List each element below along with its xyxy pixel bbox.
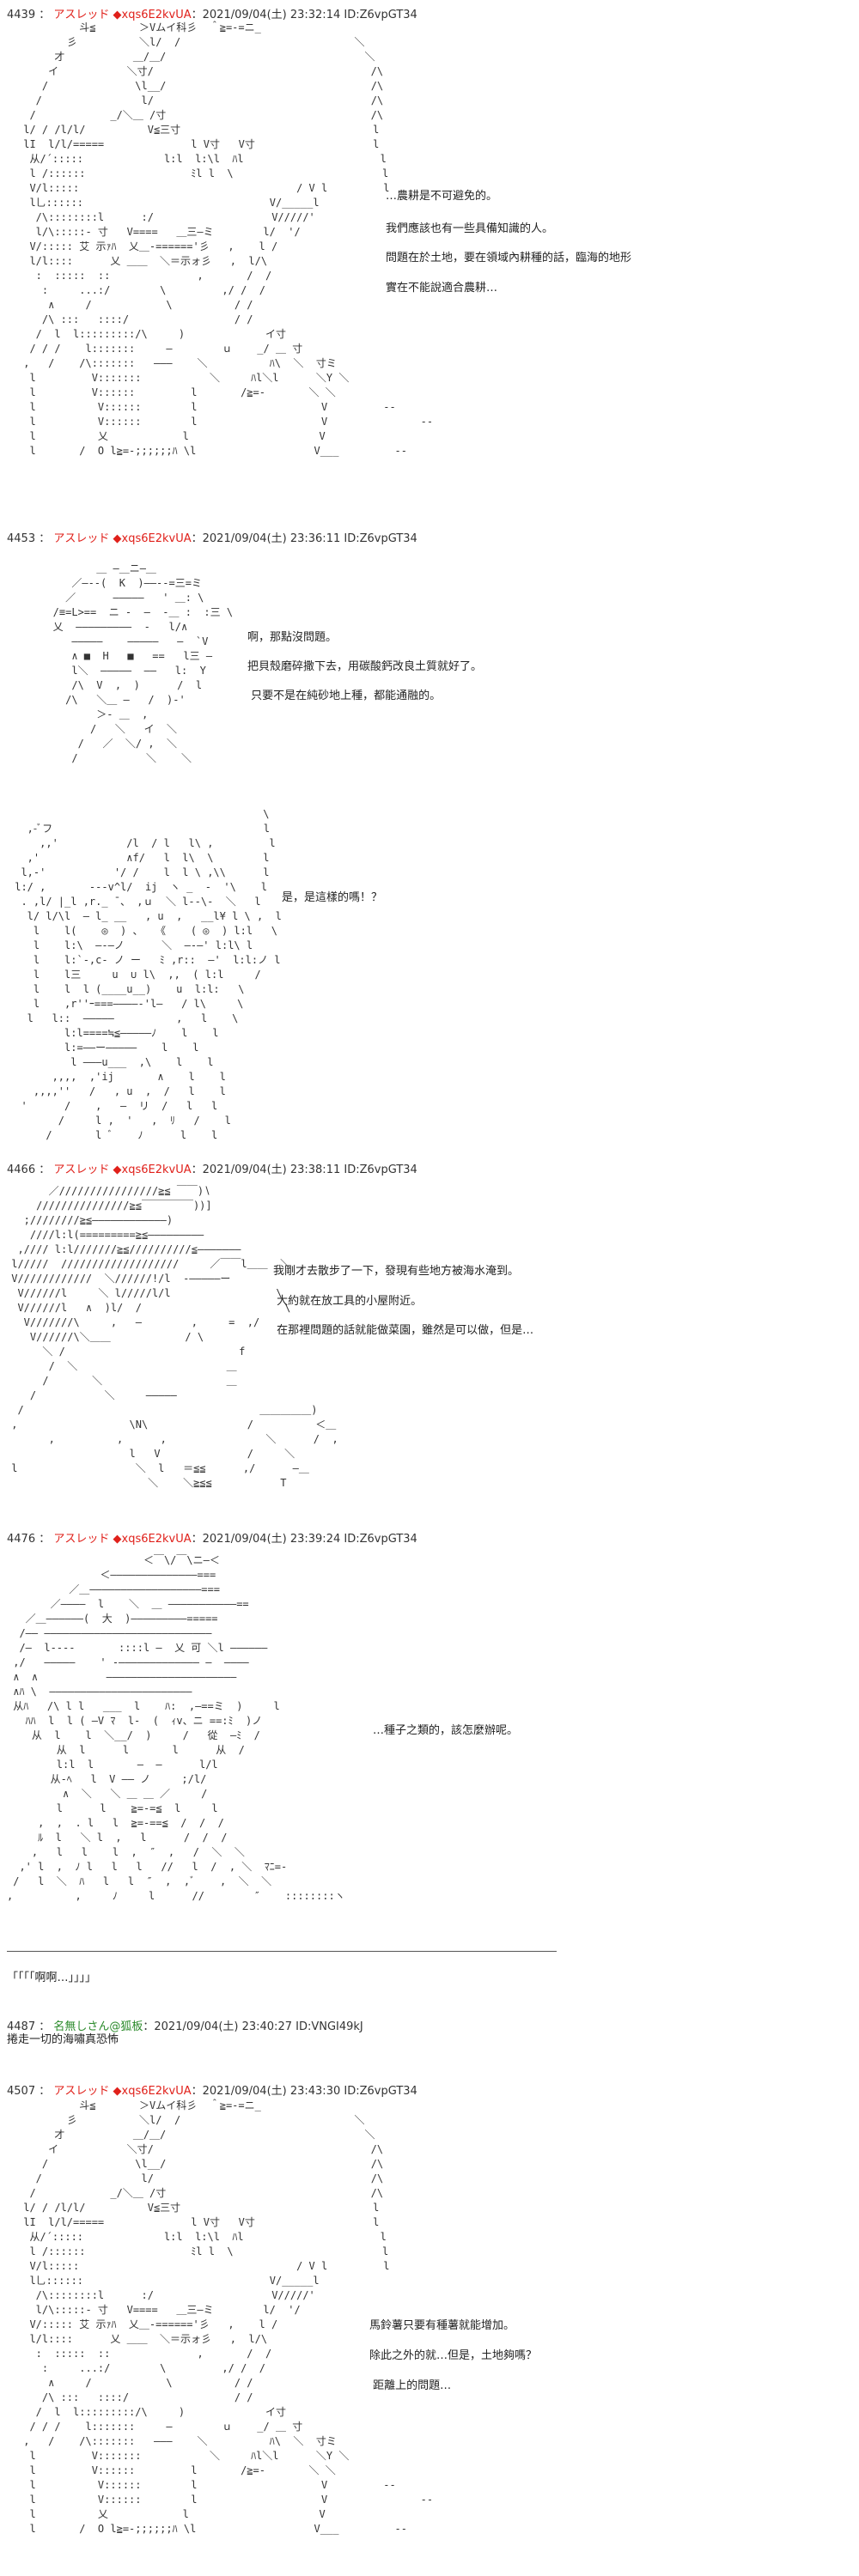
poster-name: アスレッド	[53, 2085, 110, 2098]
poster-name: アスレッド	[53, 532, 110, 545]
poster-name: アスレッド	[53, 1533, 110, 1546]
dialogue-line: 大約就在放工具的小屋附近。	[273, 1295, 423, 1308]
ascii-art: ＜￣\/￣\ニ―＜ ＜――――――――――――――=== ／＿―――――――――…	[7, 1554, 345, 1902]
dialogue-line: 只要不是在純砂地上種，都能通融的。	[247, 690, 442, 702]
ascii-art: 斗≦ ＞Vムイ科彡 ＾≧=-=ニ_ 彡 ＼l/ / ＼ 才 ＿/＿/ ＼ イ ＼…	[23, 2099, 434, 2535]
dialogue: 是，是這樣的嗎！？	[282, 889, 382, 908]
divider	[7, 1951, 557, 1952]
poster-trip: ◆xqs6E2kvUA	[113, 2085, 192, 2098]
dialogue: 實在不能說適合農耕…	[386, 279, 497, 298]
dialogue-line: 是，是這樣的嗎！？	[282, 891, 383, 904]
poster-trip: ◆xqs6E2kvUA	[113, 532, 192, 545]
post-header: 4507 ： アスレッド ◆xqs6E2kvUA：2021/09/04(土) 2…	[7, 2085, 417, 2098]
dialogue-line: 馬鈴薯只要有種薯就能增加。	[369, 2319, 515, 2332]
dialogue: 馬鈴薯只要有種薯就能增加。	[369, 2317, 515, 2336]
dialogue-line: 啊，那點沒問題。	[247, 631, 338, 644]
poster-trip: ◆xqs6E2kvUA	[113, 1533, 192, 1546]
dialogue: 大約就在放工具的小屋附近。	[273, 1292, 422, 1311]
ascii-art: 斗≦ ＞Vムイ科彡 ＾≧=-=ニ_ 彡 ＼l/ / ＼ 才 ＿/＿/ ＼ イ ＼…	[23, 21, 434, 457]
post-datetime: 2021/09/04(土) 23:32:14 ID:Z6vpGT34	[202, 9, 417, 21]
poster-trip: ◆xqs6E2kvUA	[113, 9, 192, 21]
post-header: 4476 ： アスレッド ◆xqs6E2kvUA：2021/09/04(土) 2…	[7, 1533, 417, 1546]
dialogue: 除此之外的就…但是，土地夠嗎？	[369, 2347, 537, 2366]
dialogue: 在那裡問題的話就能做菜園，雖然是可以做，但是…	[273, 1321, 533, 1340]
post-header: 4466 ： アスレッド ◆xqs6E2kvUA：2021/09/04(土) 2…	[7, 1163, 417, 1176]
dialogue-line: 在那裡問題的話就能做菜園，雖然是可以做，但是…	[273, 1324, 534, 1337]
dialogue-line: 實在不能說適合農耕…	[386, 282, 498, 295]
dialogue-line: 問題在於土地，要在領域內耕種的話，臨海的地形	[386, 252, 632, 264]
post-number[interactable]: 4476	[7, 1533, 36, 1546]
post-datetime: 2021/09/04(土) 23:36:11 ID:Z6vpGT34	[202, 532, 417, 545]
post-datetime: 2021/09/04(土) 23:40:27 ID:VNGI49kJ	[154, 2020, 363, 2033]
post-datetime: 2021/09/04(土) 23:43:30 ID:Z6vpGT34	[202, 2085, 417, 2098]
dialogue-line: 我們應該也有一些具備知識的人。	[386, 222, 554, 235]
dialogue: 把貝殼磨碎撒下去，用碳酸鈣改良土質就好了。	[247, 658, 482, 677]
ascii-art: ＿ ―＿ニ―＿ ／―--( K )――--=三=ミ ／ ――――― ' ＿: \…	[52, 562, 234, 764]
post-datetime: 2021/09/04(土) 23:39:24 ID:Z6vpGT34	[202, 1533, 417, 1546]
dialogue: 問題在於土地，要在領域內耕種的話，臨海的地形	[386, 249, 631, 268]
dialogue-line: …農耕是不可避免的。	[386, 190, 498, 203]
dialogue: …種子之類的，該怎麼辦呢。	[373, 1722, 518, 1741]
poster-name: アスレッド	[53, 9, 110, 21]
dialogue-line: …種子之類的，該怎麼辦呢。	[373, 1724, 519, 1737]
ascii-art: ／////////////////≧≦ ￣￣)∖ ///////////////…	[11, 1185, 338, 1489]
poster-name: アスレッド	[53, 1163, 110, 1176]
poster-name: 名無しさん@狐板	[53, 2020, 143, 2033]
poster-trip: ◆xqs6E2kvUA	[113, 1163, 192, 1176]
reply-body: 捲走一切的海嘯真恐怖	[7, 2033, 119, 2046]
dialogue: 我們應該也有一些具備知識的人。	[386, 220, 553, 239]
interjection-text: 「「「「啊啊…」」」」	[7, 1971, 97, 1984]
dialogue-line: 除此之外的就…但是，土地夠嗎？	[369, 2349, 538, 2362]
post-number[interactable]: 4466	[7, 1163, 36, 1176]
post-number[interactable]: 4507	[7, 2085, 36, 2098]
dialogue: 只要不是在純砂地上種，都能通融的。	[247, 687, 441, 706]
dialogue: 我剛才去散步了一下，發現有些地方被海水淹到。	[273, 1262, 519, 1281]
post-header: 4439 ： アスレッド ◆xqs6E2kvUA：2021/09/04(土) 2…	[7, 9, 417, 21]
post-number[interactable]: 4439	[7, 9, 36, 21]
dialogue: 距離上的問題…	[369, 2377, 451, 2396]
dialogue-line: 我剛才去散步了一下，發現有些地方被海水淹到。	[273, 1265, 520, 1278]
dialogue: 啊，那點沒問題。	[247, 629, 337, 647]
post-header: 4487 ： 名無しさん@狐板：2021/09/04(土) 23:40:27 I…	[7, 2020, 363, 2033]
post-number[interactable]: 4453	[7, 532, 36, 545]
post-number[interactable]: 4487	[7, 2020, 36, 2033]
dialogue-line: 把貝殼磨碎撒下去，用碳酸鈣改良土質就好了。	[247, 660, 483, 673]
ascii-art: \ ,-ﾞフ l ,,' /l / l l\ , l ,' ∧f/ l l\ \…	[15, 808, 282, 1141]
dialogue-line: 距離上的問題…	[369, 2379, 452, 2392]
post-datetime: 2021/09/04(土) 23:38:11 ID:Z6vpGT34	[202, 1163, 417, 1176]
post-header: 4453 ： アスレッド ◆xqs6E2kvUA：2021/09/04(土) 2…	[7, 532, 417, 545]
dialogue: …農耕是不可避免的。	[386, 187, 497, 206]
